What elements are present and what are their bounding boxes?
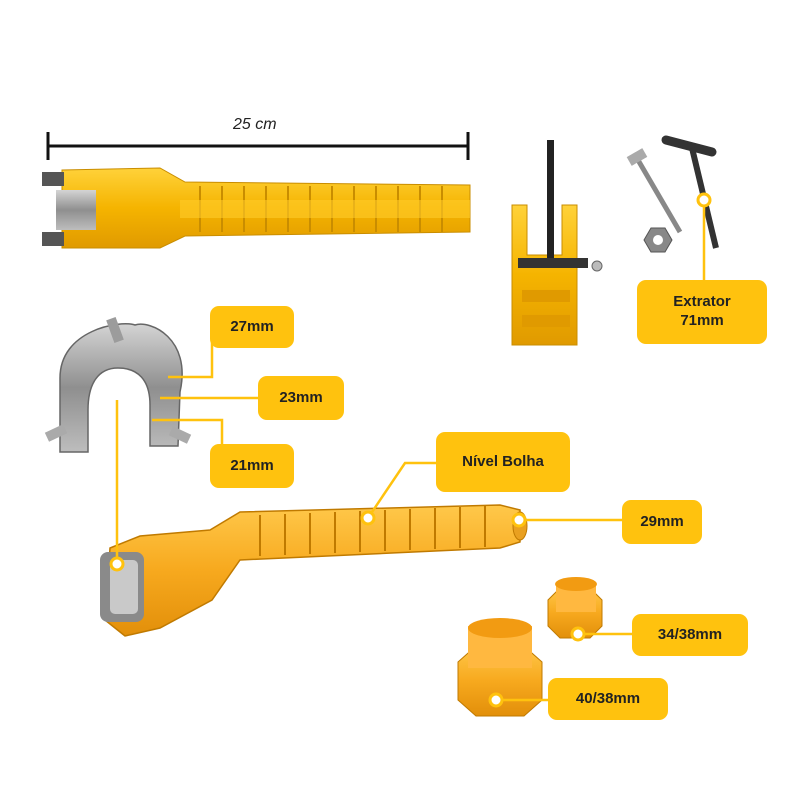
dimension-line (46, 132, 470, 160)
callout-27mm: 27mm (210, 306, 294, 348)
u-wrench-head (44, 317, 192, 453)
extractor-label: Extrator (673, 293, 731, 311)
extractor-size: 71mm (680, 312, 724, 329)
extractor-mechanism (511, 140, 603, 346)
callout-23mm: 23mm (258, 376, 344, 420)
callout-bubble-level: Nível Bolha (436, 432, 570, 492)
callout-21mm: 21mm (210, 444, 294, 488)
callout-dots (109, 192, 712, 708)
callout-34-38mm: 34/38mm (632, 614, 748, 656)
wrench-main-view (100, 504, 528, 637)
callout-40-38mm: 40/38mm (548, 678, 668, 720)
callout-29mm: 29mm (622, 500, 702, 544)
length-label: 25 cm (233, 116, 277, 133)
callout-extractor: Extrator 71mm (637, 280, 767, 344)
adapter-40-38 (457, 618, 543, 717)
adapter-34-38 (547, 577, 603, 639)
wrench-side-view (42, 167, 471, 249)
callout-leaders (115, 200, 706, 702)
